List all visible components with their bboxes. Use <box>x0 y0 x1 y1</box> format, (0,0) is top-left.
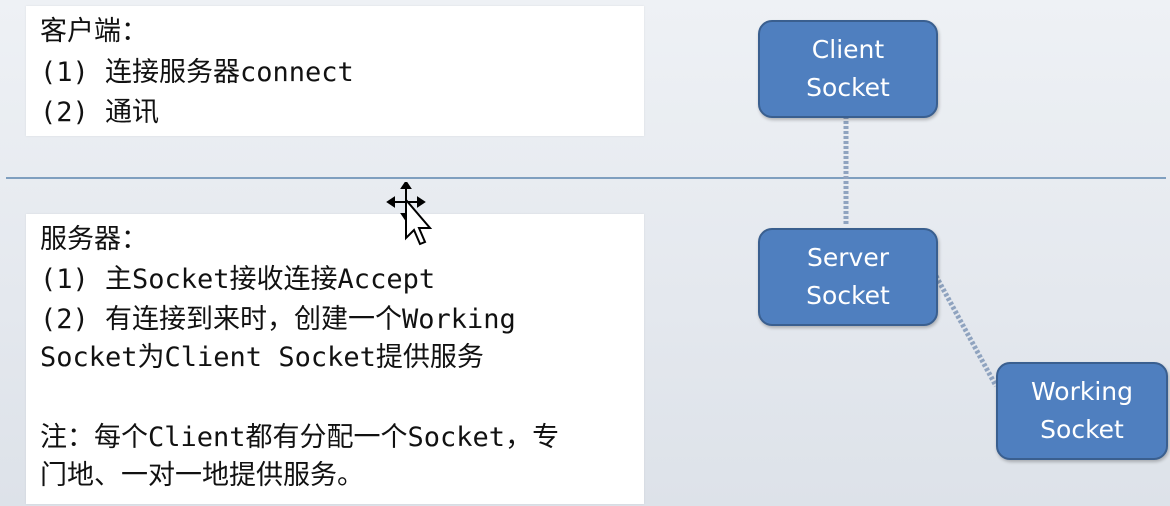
server-note-line-1: 注：每个Client都有分配一个Socket，专 <box>40 422 560 453</box>
working-socket-label-2: Socket <box>1040 415 1124 444</box>
server-note-line-2: 门地、一对一地提供服务。 <box>40 460 364 491</box>
server-heading: 服务器： <box>40 224 148 255</box>
move-cursor-icon <box>386 182 433 246</box>
working-socket-node: Working Socket <box>996 362 1168 460</box>
server-line-2: (2) 有连接到来时，创建一个Working <box>40 304 516 335</box>
server-socket-label-2: Socket <box>806 281 890 310</box>
server-text-panel: 服务器： (1) 主Socket接收连接Accept (2) 有连接到来时，创建… <box>26 214 644 504</box>
client-socket-node: Client Socket <box>758 20 938 118</box>
client-step-1: (1) 连接服务器connect <box>40 57 354 88</box>
server-socket-node: Server Socket <box>758 228 938 326</box>
server-working-connector <box>933 274 999 388</box>
client-heading: 客户端： <box>40 16 148 47</box>
client-socket-label-2: Socket <box>806 73 890 102</box>
server-line-3: Socket为Client Socket提供服务 <box>40 342 484 373</box>
section-divider <box>6 177 1166 179</box>
working-socket-label-1: Working <box>1031 377 1133 406</box>
client-socket-label-1: Client <box>811 35 885 64</box>
server-socket-label-1: Server <box>807 243 889 272</box>
client-text-panel: 客户端： (1) 连接服务器connect (2) 通讯 <box>26 6 644 136</box>
client-step-2: (2) 通讯 <box>40 97 160 128</box>
server-line-1: (1) 主Socket接收连接Accept <box>40 264 436 295</box>
